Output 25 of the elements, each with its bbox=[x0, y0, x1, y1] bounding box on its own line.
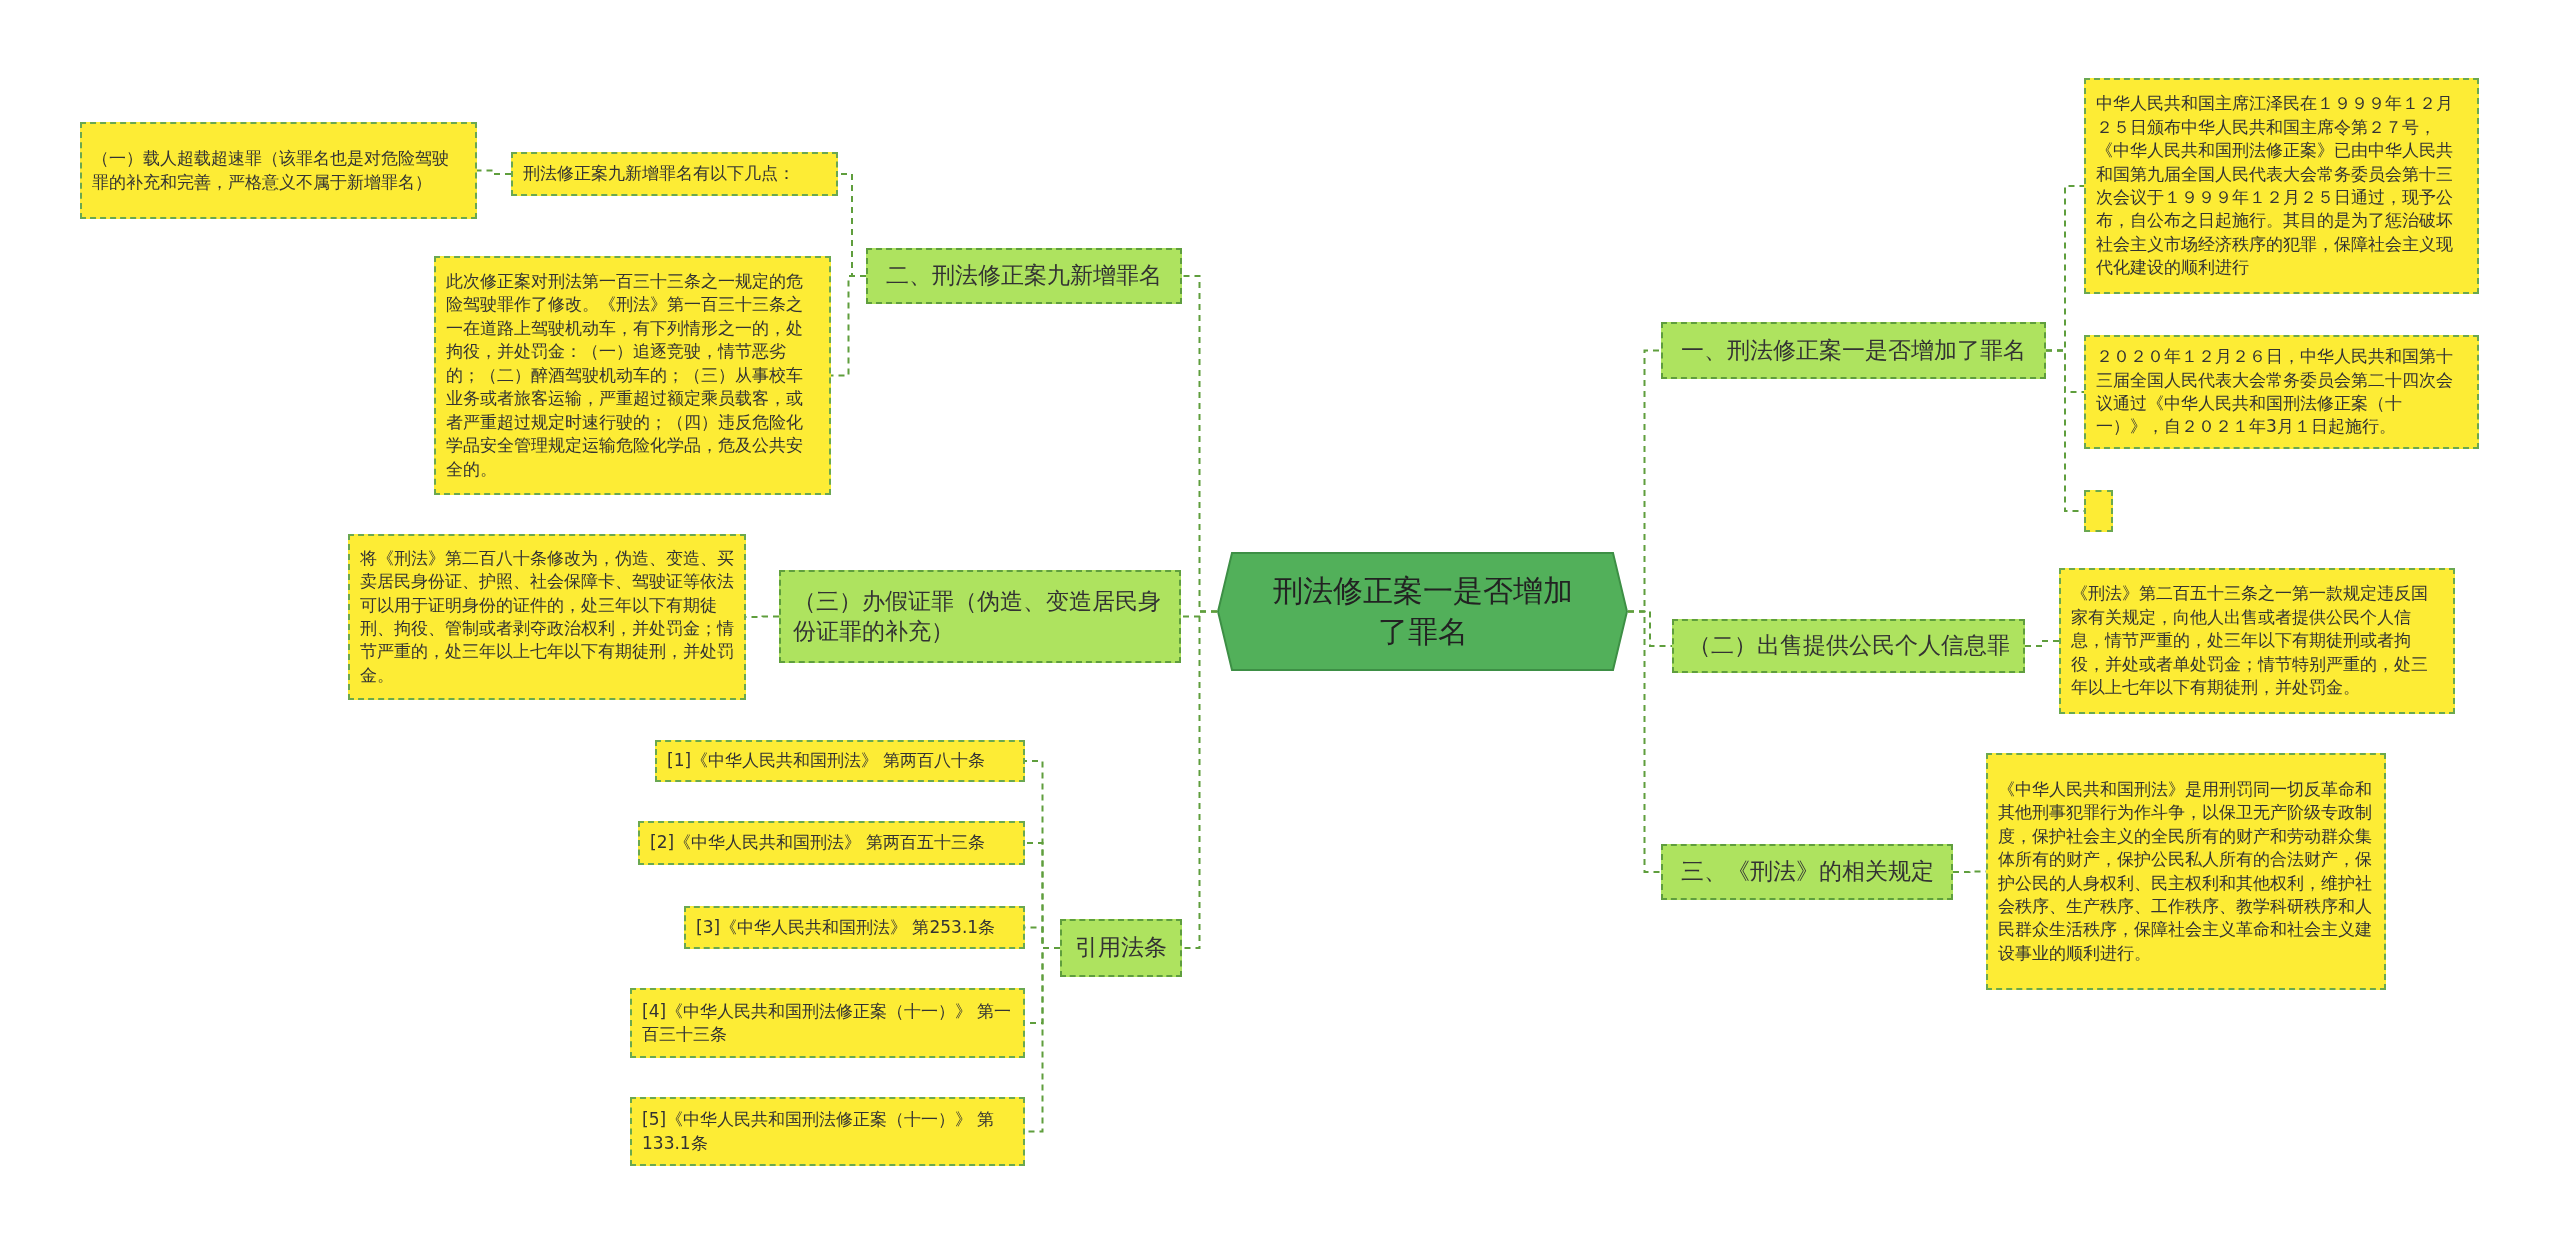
note-box: [3]《中华人民共和国刑法》 第253.1条 bbox=[684, 906, 1025, 949]
empty-box bbox=[2084, 490, 2113, 532]
note-box: [5]《中华人民共和国刑法修正案（十一）》 第133.1条 bbox=[630, 1097, 1025, 1166]
note-box: [2]《中华人民共和国刑法》 第两百五十三条 bbox=[638, 821, 1025, 865]
topic-box: （三）办假证罪（伪造、变造居民身份证罪的补充） bbox=[779, 570, 1181, 663]
note-box: 《刑法》第二百五十三条之一第一款规定违反国家有关规定，向他人出售或者提供公民个人信息，情节严重的，处三年以下有期徒刑或者拘役，并处或者单处罚金；情节特别严重的，处三年以上七年以下有期徒刑，并处罚金。 bbox=[2059, 568, 2455, 714]
topic-box: 二、刑法修正案九新增罪名 bbox=[866, 248, 1182, 304]
note-box: [1]《中华人民共和国刑法》 第两百八十条 bbox=[655, 740, 1025, 782]
connector-line bbox=[2024, 640, 2060, 647]
topic-box: 三、《刑法》的相关规定 bbox=[1661, 844, 1953, 900]
topic-box: （二）出售提供公民个人信息罪 bbox=[1672, 619, 2025, 673]
note-box: ２０２０年１２月２６日，中华人民共和国第十三届全国人民代表大会常务委员会第二十四次会议通过《中华人民共和国刑法修正案（十一）》，自２０２１年3月１日起施行。 bbox=[2084, 335, 2479, 449]
note-box: 刑法修正案九新增罪名有以下几点： bbox=[511, 152, 838, 196]
note-box: 《中华人民共和国刑法》是用刑罚同一切反革命和其他刑事犯罪行为作斗争，以保卫无产阶级专政制度，保护社会主义的全民所有的财产和劳动群众集体所有的财产，保护公民私人所有的合法财产，保护公民的人身权利、民主权利和其他权利，维护社会秩序、生产秩序、工作秩序、教学科研秩序和人民群众生活秩序，保障社会主义革命和社会主义建设事业的顺利进行。 bbox=[1986, 753, 2386, 990]
note-box: 中华人民共和国主席江泽民在１９９９年１２月２５日颁布中华人民共和国主席令第２７号，《中华人民共和国刑法修正案》已由中华人民共和国第九届全国人民代表大会常务委员会第十三次会议于１９９９年１２月２５日通过，现予公布，自公布之日起施行。其目的是为了惩治破坏社会主义市场经济秩序的犯罪，保障社会主义现代化建设的顺利进行 bbox=[2084, 78, 2479, 294]
connector-line bbox=[830, 275, 867, 377]
connector-line bbox=[476, 169, 512, 175]
connector-line bbox=[1627, 610, 1662, 873]
topic-box: 引用法条 bbox=[1060, 919, 1182, 977]
central-topic: 刑法修正案一是否增加了罪名 bbox=[1217, 550, 1628, 673]
note-box: [4]《中华人民共和国刑法修正案（十一）》 第一百三十三条 bbox=[630, 988, 1025, 1058]
note-box: 将《刑法》第二百八十条修改为，伪造、变造、买卖居民身份证、护照、社会保障卡、驾驶证等依法可以用于证明身份的证件的，处三年以下有期徒刑、拘役、管制或者剥夺政治权利，并处罚金；情节严重的，处三年以上七年以下有期徒刑，并处罚金。 bbox=[348, 534, 746, 700]
note-box: 此次修正案对刑法第一百三十三条之一规定的危险驾驶罪作了修改。《刑法》第一百三十三条之一在道路上驾驶机动车，有下列情形之一的，处拘役，并处罚金：（一）追逐竞驶，情节恶劣的；（二）醉酒驾驶机动车的；（三）从事校车业务或者旅客运输，严重超过额定乘员载客，或者严重超过规定时速行驶的；（四）违反危险化学品安全管理规定运输危险化学品，危及公共安全的。 bbox=[434, 256, 831, 495]
note-box: （一）载人超载超速罪（该罪名也是对危险驾驶罪的补充和完善，严格意义不属于新增罪名） bbox=[80, 122, 477, 219]
topic-box: 一、刑法修正案一是否增加了罪名 bbox=[1661, 322, 2046, 379]
